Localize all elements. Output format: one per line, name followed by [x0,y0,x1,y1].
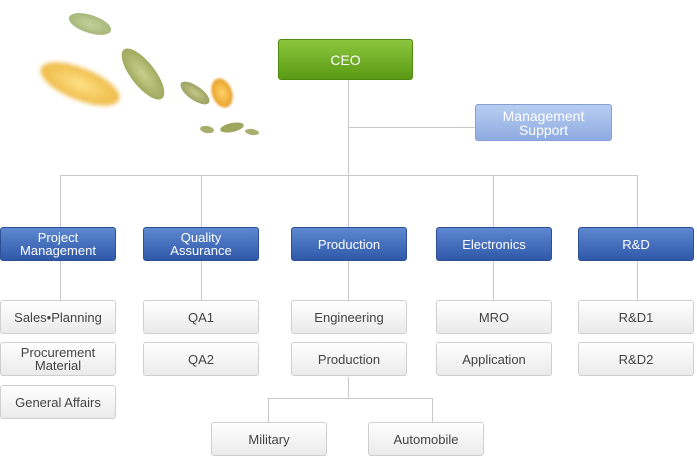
unit-automobile[interactable]: Automobile [368,422,484,456]
unit-label: Production [317,351,381,367]
unit-label: R&D1 [618,309,654,325]
unit-general-affairs[interactable]: General Affairs [0,385,116,419]
dept-project-management[interactable]: Project Management [0,227,116,261]
unit-label: Sales•Planning [14,309,102,325]
unit-label: R&D2 [618,351,654,367]
dept-electronics[interactable]: Electronics [436,227,552,261]
dept-label: Electronics [462,236,526,252]
unit-label: QA2 [187,351,214,367]
unit-label: Automobile [393,431,459,447]
unit-mro[interactable]: MRO [436,300,552,334]
unit-qa1[interactable]: QA1 [143,300,259,334]
dept-label: R&D [622,236,650,252]
unit-label: Engineering [314,309,384,325]
unit-rnd1[interactable]: R&D1 [578,300,694,334]
unit-label: QA1 [187,309,214,325]
dept-rnd[interactable]: R&D [578,227,694,261]
unit-qa2[interactable]: QA2 [143,342,259,376]
unit-label: Military [248,431,290,447]
management-support-box[interactable]: Management Support [475,104,612,141]
unit-engineering[interactable]: Engineering [291,300,407,334]
unit-label: General Affairs [15,394,101,410]
unit-sales-planning[interactable]: Sales•Planning [0,300,116,334]
dept-quality-assurance[interactable]: Quality Assurance [143,227,259,261]
dept-label: Project Management [20,230,96,258]
unit-label: Procurement Material [20,345,96,373]
unit-procurement-material[interactable]: Procurement Material [0,342,116,376]
unit-production[interactable]: Production [291,342,407,376]
management-support-label: Management Support [502,107,585,138]
unit-label: Application [462,351,526,367]
dept-label: Quality Assurance [170,230,232,258]
unit-application[interactable]: Application [436,342,552,376]
unit-label: MRO [478,309,510,325]
dept-production[interactable]: Production [291,227,407,261]
ceo-box[interactable]: CEO [278,39,413,80]
unit-rnd2[interactable]: R&D2 [578,342,694,376]
ceo-label: CEO [330,51,361,68]
unit-military[interactable]: Military [211,422,327,456]
dept-label: Production [317,236,381,252]
